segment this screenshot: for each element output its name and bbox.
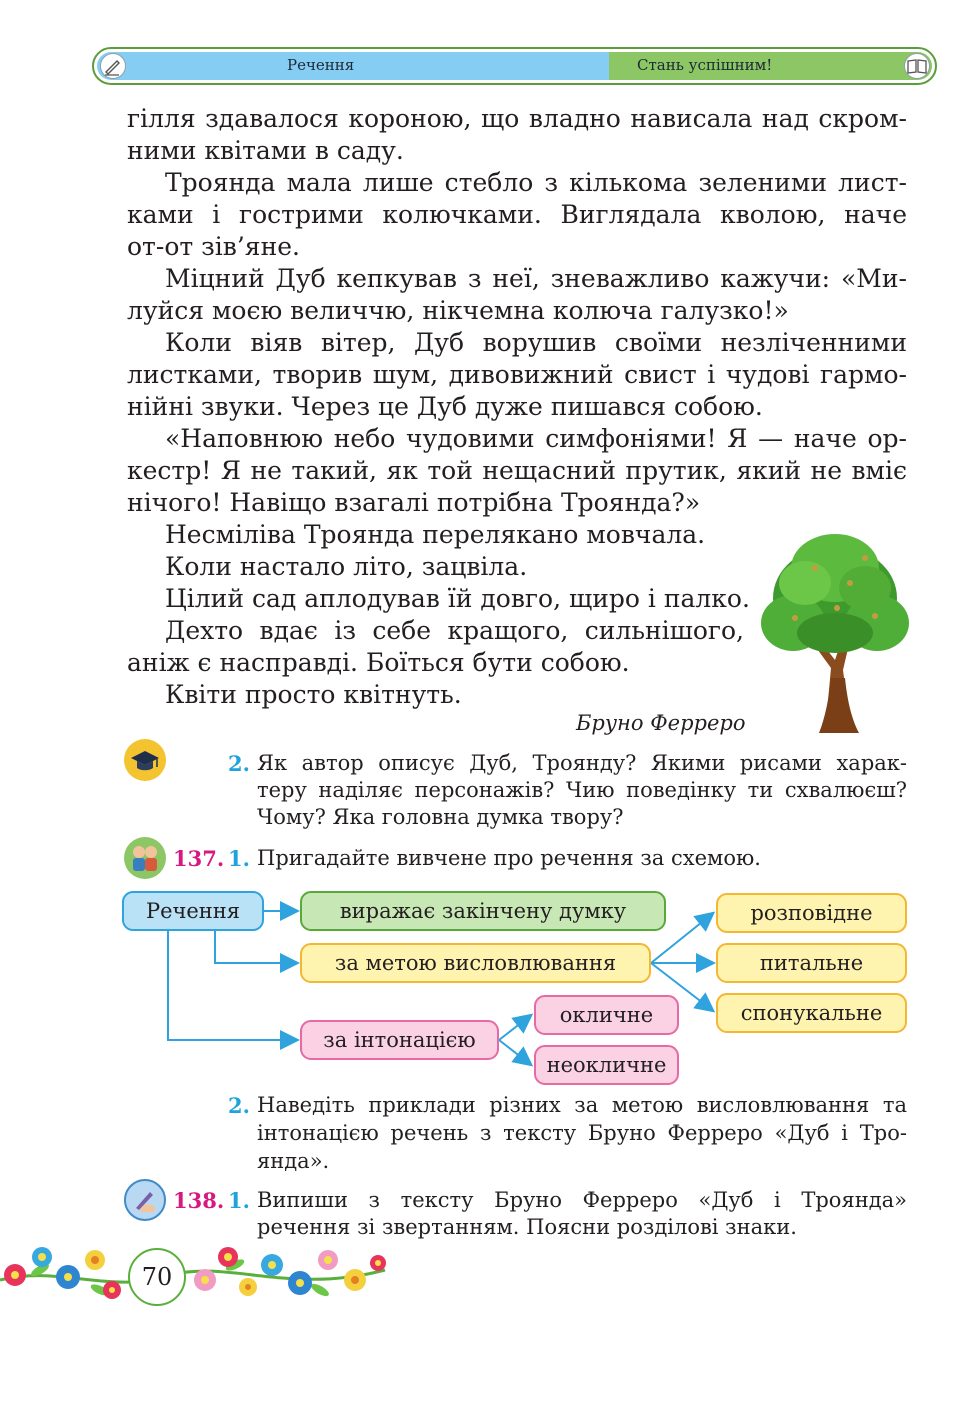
text-line: листками, творив шум, дивовижний свист і… xyxy=(127,360,907,389)
exercise-part-number: 2. xyxy=(228,1093,250,1118)
diagram-type-non-exclamatory: неокличне xyxy=(534,1045,679,1085)
oak-tree-illustration xyxy=(761,534,909,733)
flower-border-decoration xyxy=(0,1247,386,1299)
motto: Стань успішним! xyxy=(637,56,773,74)
text-line: Міцний Дуб кепкував з неї, зневажливо ка… xyxy=(165,264,907,293)
diagram-arrows xyxy=(167,901,716,1067)
text-line: ними квітами в саду. xyxy=(127,136,404,165)
section-title: Речення xyxy=(287,56,355,74)
exercise-text-line: Випиши з тексту Бруно Ферреро «Дуб і Тро… xyxy=(257,1188,907,1212)
diagram-type-exclamatory: окличне xyxy=(534,995,679,1035)
pen-icon xyxy=(100,53,126,79)
task-text-line: Чому? Яка головна думка твору? xyxy=(257,805,624,829)
exercise-text-line: речення зі звертанням. Поясни розділові … xyxy=(257,1215,797,1239)
text-line: нійні звуки. Через це Дуб дуже пишався с… xyxy=(127,392,763,421)
diagram-root-sentence: Речення xyxy=(122,891,264,931)
diagram-by-purpose: за метою висловлювання xyxy=(300,943,651,983)
text-line: нічого! Навіщо взагалі потрібна Троянда?… xyxy=(127,488,701,517)
exercise-part-number: 1. xyxy=(228,846,250,871)
text-line: ками і гострими колючками. Виглядала кво… xyxy=(127,200,907,229)
text-line: аніж є насправді. Боїться бути собою. xyxy=(127,648,630,677)
exercise-text: Пригадайте вивчене про речення за схемою… xyxy=(257,846,761,870)
task-number: 2. xyxy=(228,751,250,776)
text-line: Несміліва Троянда перелякано мовчала. xyxy=(165,520,706,549)
exercise-number: 137. xyxy=(173,846,225,871)
diagram-type-interrogative: питальне xyxy=(716,943,907,983)
task-text-line: Як автор описує Дуб, Троянду? Якими риса… xyxy=(257,751,907,775)
text-line: луйся моєю величчю, нікчемна колюча галу… xyxy=(127,296,789,325)
motto-tab xyxy=(609,52,932,80)
text-line: Квіти просто квітнуть. xyxy=(165,680,462,709)
text-line: «Наповнюю небо чудовими симфоніями! Я — … xyxy=(165,424,907,453)
exercise-text-line: янда». xyxy=(257,1149,330,1173)
diagram-by-intonation: за інтонацією xyxy=(300,1020,499,1060)
text-line: от-от зів’яне. xyxy=(127,232,300,261)
exercise-text-line: Наведіть приклади різних за метою вислов… xyxy=(257,1093,907,1117)
page-number: 70 xyxy=(128,1248,186,1306)
diagram-expresses-thought: виражає закінчену думку xyxy=(300,891,666,931)
text-line: Троянда мала лише стебло з кількома зеле… xyxy=(165,168,907,197)
text-line: Коли настало літо, зацвіла. xyxy=(165,552,528,581)
diagram-type-declarative: розповідне xyxy=(716,893,907,933)
writing-hand-icon xyxy=(124,1179,166,1221)
graduation-cap-icon xyxy=(124,739,166,781)
text-line: Дехто вдає із себе кращого, сильнішого, xyxy=(165,616,744,645)
text-line: кестр! Я не такий, як той нещасний прути… xyxy=(127,456,907,485)
text-line: Коли віяв вітер, Дуб ворушив своїми незл… xyxy=(165,328,907,357)
exercise-part-number: 1. xyxy=(228,1188,250,1213)
exercise-text-line: інтонацією речень з тексту Бруно Ферреро… xyxy=(257,1121,907,1145)
text-line: Цілий сад аплодував їй довго, щиро і пал… xyxy=(165,584,750,613)
children-icon xyxy=(124,837,166,879)
page-header: Речення Стань успішним! xyxy=(92,47,937,85)
exercise-number: 138. xyxy=(173,1188,225,1213)
task-text-line: теру наділяє персонажів? Чию поведінку т… xyxy=(257,778,907,802)
book-icon xyxy=(904,53,930,79)
author: Бруно Ферреро xyxy=(576,711,746,735)
section-tab xyxy=(97,52,609,80)
text-line: гілля здавалося короною, що владно навис… xyxy=(127,104,907,133)
diagram-type-imperative: спонукальне xyxy=(716,993,907,1033)
